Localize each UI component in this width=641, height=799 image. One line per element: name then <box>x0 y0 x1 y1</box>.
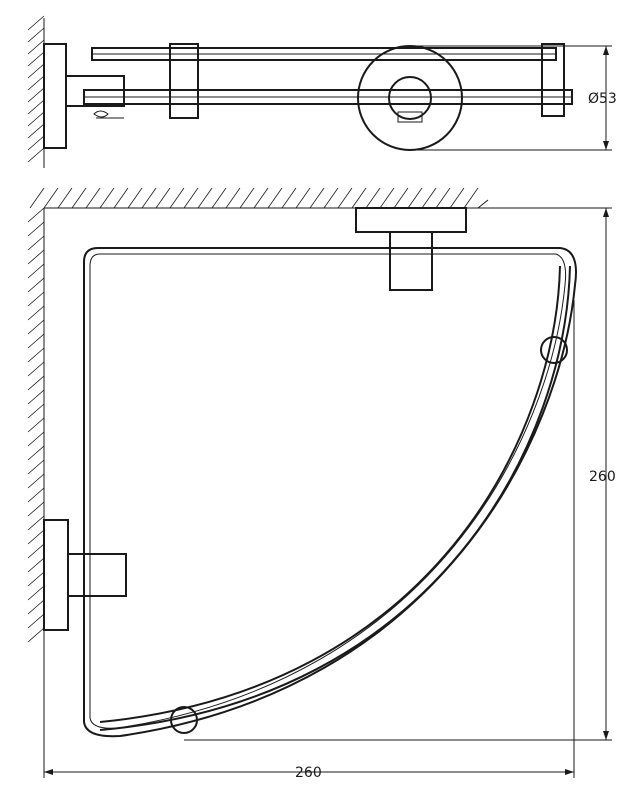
front-rail-inner <box>99 265 561 723</box>
diameter-label: Ø53 <box>588 91 617 107</box>
top-flange <box>355 207 467 233</box>
side-wall-flange <box>43 43 67 149</box>
width-dimension: 260 <box>43 300 575 781</box>
top-arm <box>389 231 433 291</box>
side-right-clamp <box>541 43 565 117</box>
glass-shelf-outline <box>83 247 577 738</box>
top-wall-line-end <box>477 199 489 209</box>
side-left-clamp <box>169 43 199 119</box>
width-label: 260 <box>295 765 322 781</box>
side-wall-hatch <box>27 15 45 163</box>
height-dimension: 260 <box>184 207 616 741</box>
rail-knob-right <box>540 336 568 364</box>
glass-shelf-inner <box>89 253 567 729</box>
left-arm <box>67 553 127 597</box>
height-arrow-bottom <box>603 731 609 740</box>
diameter-arrow-top <box>603 46 609 55</box>
diameter-arrow-bottom <box>603 141 609 150</box>
width-arrow-right <box>565 769 574 775</box>
left-flange <box>43 519 69 631</box>
side-round-flange <box>357 45 463 151</box>
rail-knob-bottom <box>170 706 198 734</box>
side-round-clip <box>397 111 423 123</box>
top-wall-hatch <box>29 187 479 209</box>
side-arm-clip <box>93 110 109 118</box>
height-label: 260 <box>589 469 616 485</box>
front-rail-outer <box>99 265 571 731</box>
height-arrow-top <box>603 208 609 217</box>
side-view <box>27 15 573 168</box>
width-arrow-left <box>44 769 53 775</box>
diameter-dimension: Ø53 <box>410 45 617 151</box>
plan-view <box>27 187 577 738</box>
left-wall-hatch <box>27 207 45 643</box>
side-round-flange-inner <box>388 76 432 120</box>
